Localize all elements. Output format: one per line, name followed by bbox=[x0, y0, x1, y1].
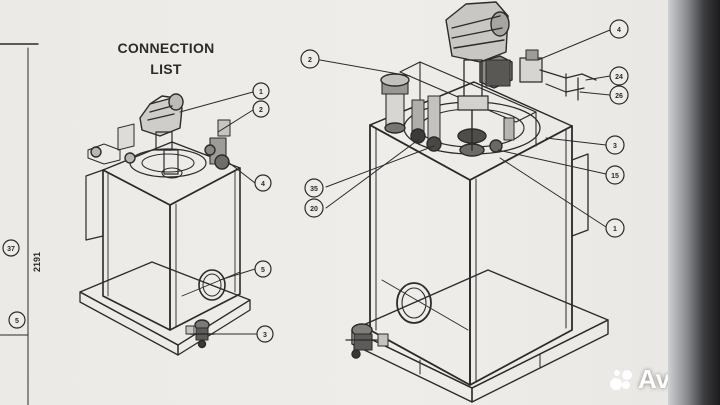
right-unit-callout-label: 3 bbox=[613, 143, 617, 150]
right-unit-callout-label: 20 bbox=[310, 206, 318, 213]
right-unit-callout-label: 35 bbox=[310, 186, 318, 193]
left-frame bbox=[0, 43, 39, 405]
drawing-text: CONNECTION LIST 2191 37 5 1 2 4 5 3 2 4 … bbox=[7, 27, 623, 339]
right-unit-callout-label: 15 bbox=[611, 173, 619, 180]
left-unit-callout-label: 1 bbox=[259, 89, 263, 96]
leader-lines bbox=[179, 29, 611, 335]
dimension-label: 2191 bbox=[32, 252, 42, 272]
right-unit bbox=[345, 1, 609, 403]
monitor-bezel bbox=[668, 0, 720, 405]
left-unit-callout-label: 3 bbox=[263, 332, 267, 339]
avito-logo-icon bbox=[609, 369, 632, 390]
right-unit-callout-label: 26 bbox=[615, 93, 623, 100]
right-unit-callout-label: 24 bbox=[615, 74, 623, 81]
left-edge-callout-label: 37 bbox=[7, 246, 15, 253]
callout-circles bbox=[2, 19, 629, 343]
left-unit-callout-label: 5 bbox=[261, 267, 265, 274]
connection-list-title-line2: LIST bbox=[150, 61, 182, 77]
right-unit-callout-label: 1 bbox=[613, 226, 617, 233]
right-unit-callout-label: 2 bbox=[308, 57, 312, 64]
left-edge-callout-label: 5 bbox=[15, 318, 19, 325]
left-unit bbox=[79, 93, 251, 356]
left-unit-callout-label: 4 bbox=[261, 181, 265, 188]
connection-list-title-line1: CONNECTION bbox=[117, 40, 214, 56]
right-unit-callout-label: 4 bbox=[617, 27, 621, 34]
left-unit-callout-label: 2 bbox=[259, 107, 263, 114]
